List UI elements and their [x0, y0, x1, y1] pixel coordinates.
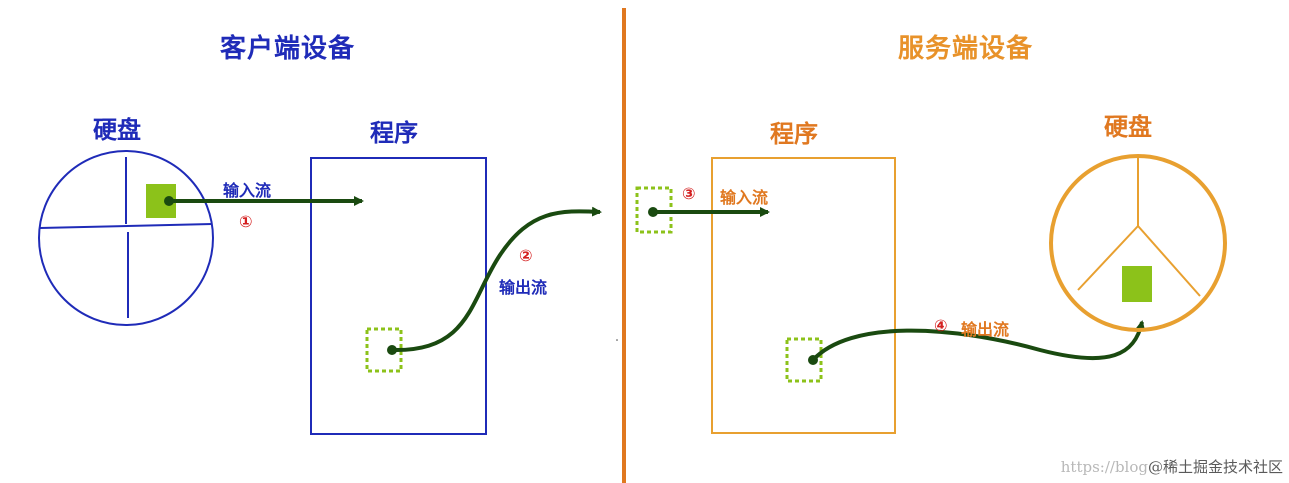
client-disk-label: 硬盘	[93, 116, 141, 144]
server-device-title: 服务端设备	[898, 34, 1034, 64]
client-input-stream-label: 输入流	[223, 181, 272, 200]
client-program-label: 程序	[370, 119, 418, 147]
server-program-label: 程序	[770, 120, 818, 148]
server-program-box	[711, 157, 896, 434]
client-input-step: ①	[239, 212, 253, 231]
client-device-title: 客户端设备	[220, 34, 356, 64]
client-disk	[38, 150, 214, 326]
server-input-step: ③	[682, 184, 696, 203]
watermark-url: https://blog	[1060, 458, 1148, 476]
server-output-buffer	[785, 337, 823, 383]
server-output-stream-label: 输出流	[961, 320, 1010, 339]
client-output-stream-label: 输出流	[499, 278, 548, 297]
server-disk-label: 硬盘	[1104, 113, 1152, 141]
server-disk	[1049, 154, 1227, 332]
server-output-step: ④	[934, 316, 948, 335]
server-input-stream-label: 输入流	[720, 188, 769, 207]
server-input-stream-arrow	[648, 207, 770, 217]
client-program-box	[310, 157, 487, 435]
client-output-step: ②	[519, 246, 533, 265]
client-output-stream-arrow	[387, 206, 602, 355]
client-input-stream-arrow	[164, 196, 364, 206]
watermark-brand: @稀土掘金技术社区	[1147, 458, 1283, 476]
client-output-buffer	[365, 327, 403, 373]
server-disk-data-block	[1122, 266, 1152, 302]
watermark: https://blog@稀土掘金技术社区	[1061, 456, 1283, 477]
server-output-stream-arrow	[808, 320, 1146, 365]
